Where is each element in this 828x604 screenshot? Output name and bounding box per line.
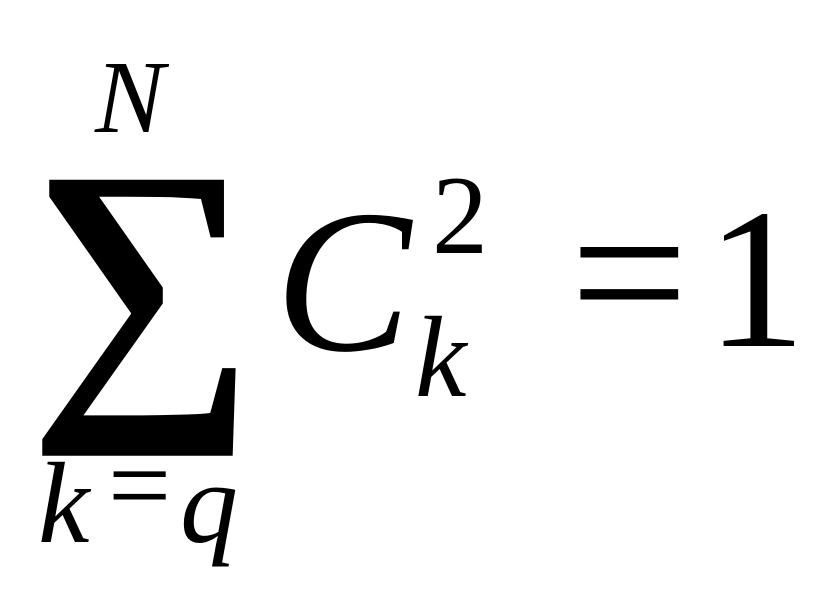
term-variable: C — [275, 169, 412, 395]
lower-limit-start: q — [180, 440, 238, 568]
result-value: 1 — [706, 169, 806, 390]
summation-sign: ∑ — [28, 105, 255, 457]
lower-limit-index: k — [38, 440, 90, 568]
lower-limit-equals: = — [108, 424, 172, 548]
equals-sign: = — [570, 157, 689, 389]
upper-limit: N — [95, 40, 165, 155]
term-superscript: 2 — [432, 154, 488, 278]
term-subscript: k — [415, 294, 467, 422]
